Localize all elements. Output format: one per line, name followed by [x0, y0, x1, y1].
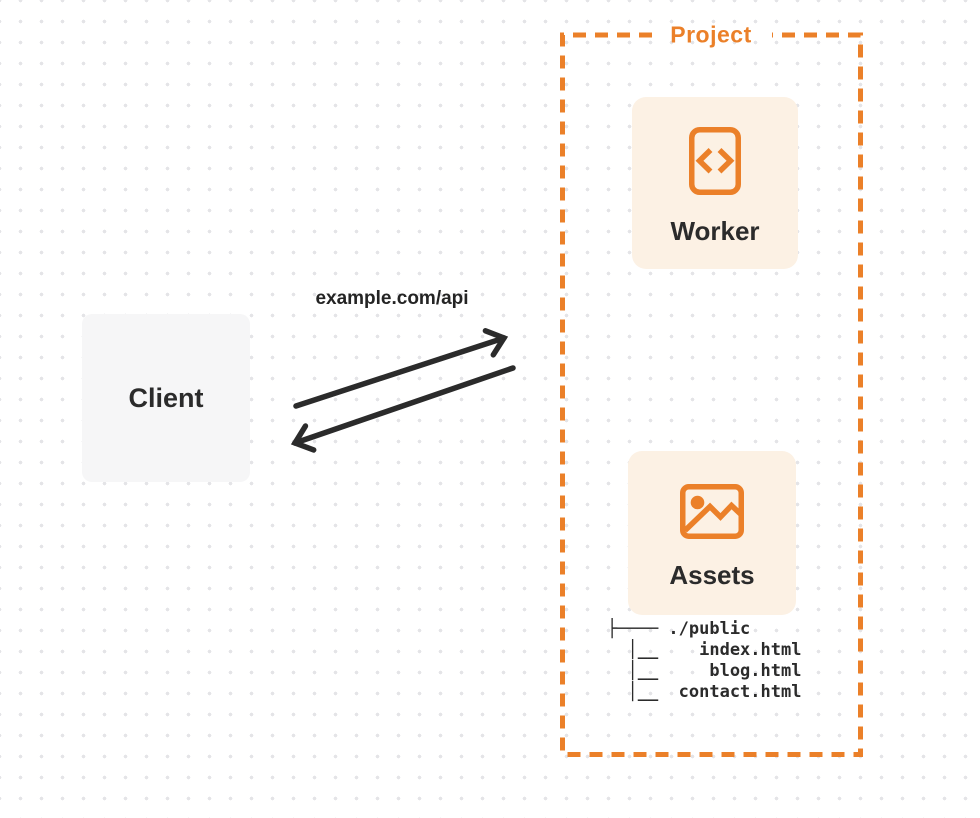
- project-boundary-dashed-border: [560, 32, 863, 757]
- response-arrow: [290, 365, 516, 453]
- file-tree: ├──── ./public │__ index.html │__ blog.h…: [607, 619, 801, 703]
- worker-label: Worker: [670, 216, 760, 246]
- file-tree-line: ├──── ./public: [607, 619, 751, 639]
- client-node: Client: [82, 314, 250, 482]
- file-tree-line: │__ contact.html: [607, 682, 802, 702]
- request-url-label: example.com/api: [315, 288, 469, 309]
- project-label: Project: [670, 21, 752, 48]
- worker-node: Worker: [632, 97, 798, 269]
- assets-node: Assets: [628, 451, 796, 615]
- client-label: Client: [128, 382, 204, 413]
- image-icon: [680, 484, 744, 539]
- code-icon: [689, 127, 741, 195]
- request-arrow: [293, 328, 509, 409]
- assets-label: Assets: [669, 560, 755, 590]
- file-tree-line: │__ index.html: [607, 640, 802, 660]
- file-tree-line: │__ blog.html: [607, 661, 802, 681]
